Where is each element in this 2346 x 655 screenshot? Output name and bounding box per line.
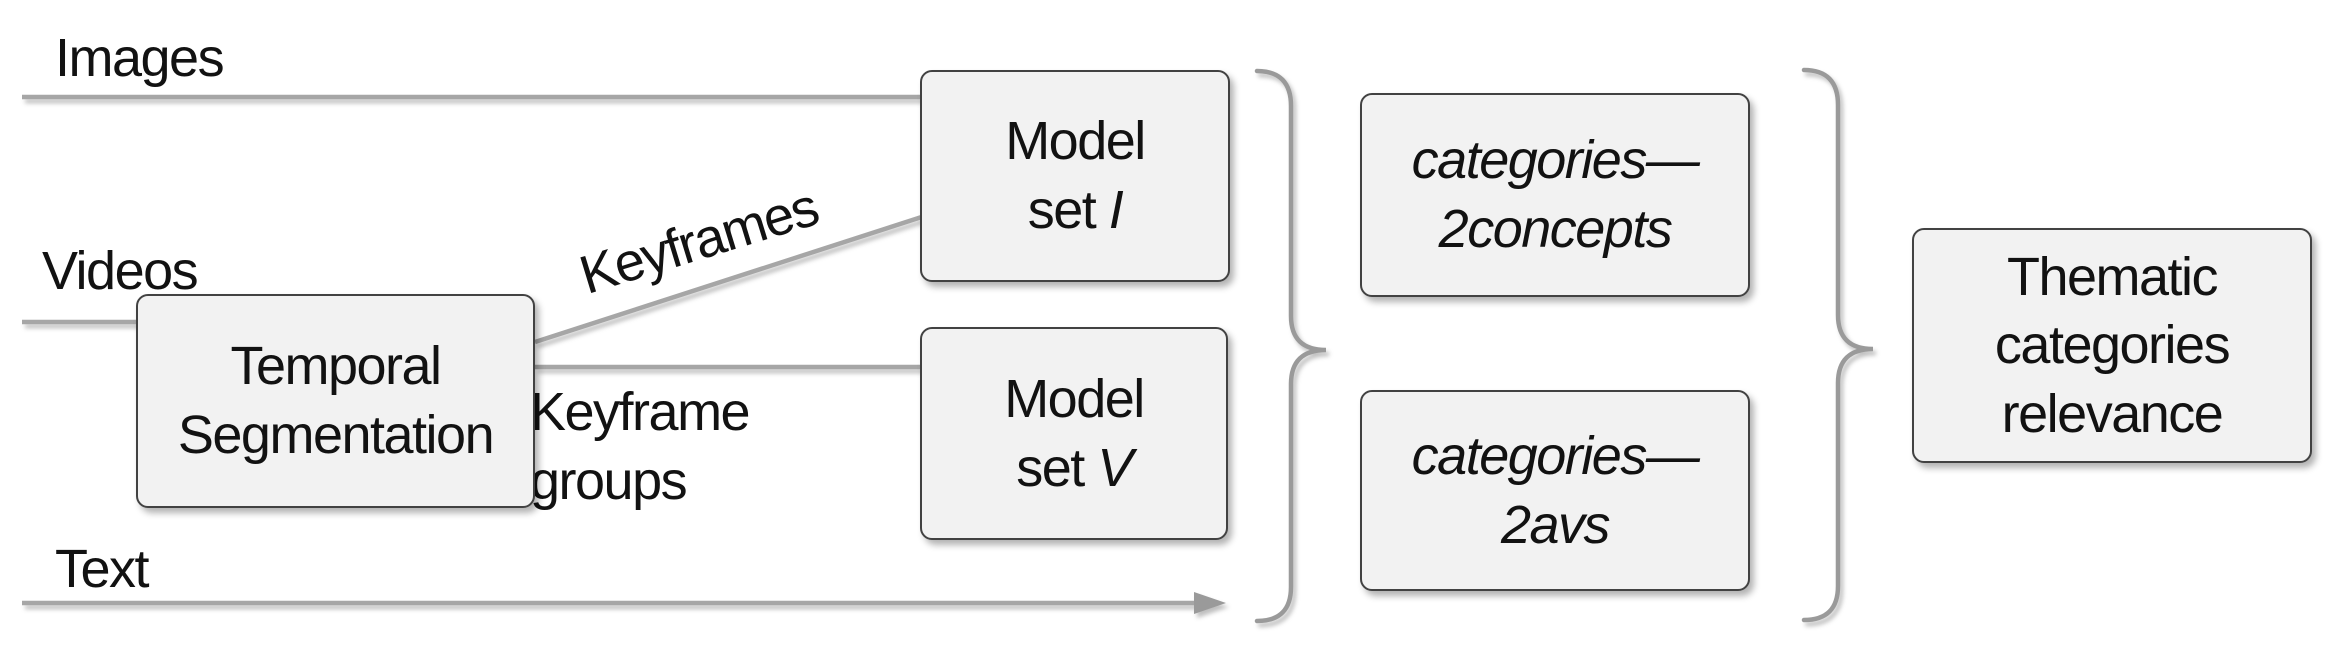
categories-2concepts-line2: 2concepts	[1438, 199, 1673, 259]
model-sets-brace	[1254, 68, 1327, 624]
thematic-categories-relevance-node: Thematic categories relevance	[1912, 228, 2312, 463]
categories-2concepts-node: categories— 2concepts	[1360, 93, 1750, 297]
temporal-segmentation-node: Temporal Segmentation	[136, 294, 535, 508]
model-set-v-line2: set V	[1016, 434, 1133, 503]
model-set-v-line1: Model	[1004, 368, 1145, 429]
model-set-i-line1: Model	[1005, 111, 1146, 172]
temporal-line1: Temporal	[230, 336, 442, 397]
text-arrowhead-icon	[1194, 592, 1226, 614]
keyframe-groups-line2: groups	[530, 450, 688, 511]
thematic-line2: categories	[1994, 315, 2231, 376]
temporal-line2: Segmentation	[177, 405, 495, 465]
categories-2concepts-line1: categories—	[1411, 130, 1700, 191]
categories-2avs-node: categories— 2avs	[1360, 390, 1750, 591]
videos-input-label: Videos	[42, 241, 199, 301]
thematic-line1: Thematic	[2006, 246, 2219, 307]
model-set-i-node: Model set I	[920, 70, 1230, 282]
model-set-i-line2: set I	[1027, 176, 1124, 245]
text-input-label: Text	[55, 539, 150, 599]
model-set-v-node: Model set V	[920, 327, 1228, 540]
categories-2avs-line1: categories—	[1411, 425, 1700, 486]
model-set-v-prefix: set	[1016, 437, 1098, 498]
model-set-i-variable: I	[1108, 180, 1124, 240]
keyframe-groups-edge-label: Keyframe groups	[530, 378, 751, 515]
model-set-i-prefix: set	[1027, 180, 1109, 240]
keyframes-arrow-line	[534, 210, 935, 345]
categories-2avs-line2: 2avs	[1500, 494, 1611, 555]
keyframe-groups-line1: Keyframe	[530, 382, 751, 442]
model-set-v-variable: V	[1097, 437, 1133, 498]
images-input-label: Images	[55, 28, 225, 88]
categories-brace	[1801, 67, 1874, 623]
thematic-line3: relevance	[2001, 383, 2224, 444]
